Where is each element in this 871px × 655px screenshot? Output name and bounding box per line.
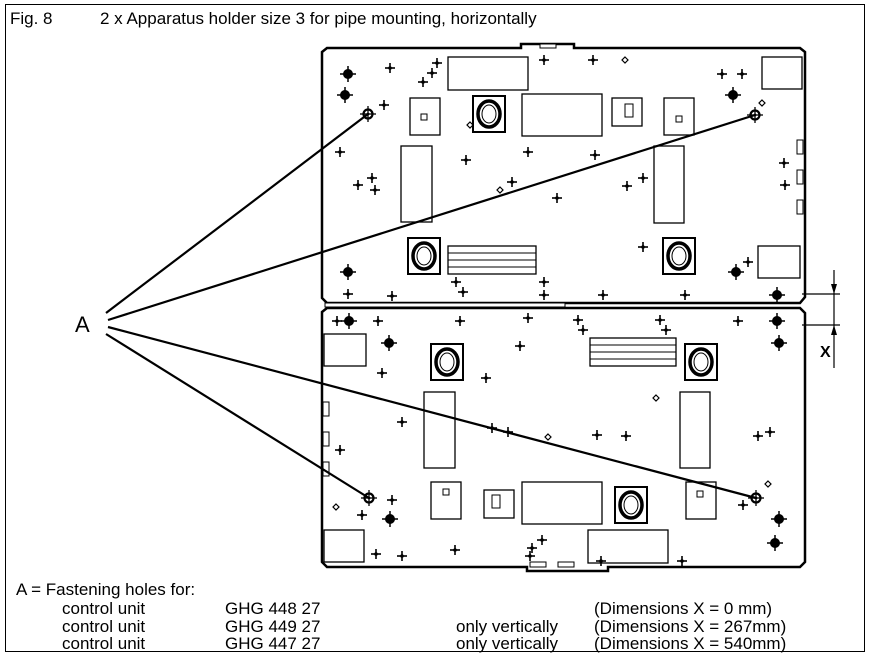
callout-leader-lines	[105, 113, 757, 500]
figure-number: Fig. 8	[10, 9, 53, 28]
bottom-holder-plate	[320, 306, 807, 573]
legend-row-2-device: control unit	[62, 617, 146, 636]
legend-row-3-device: control unit	[62, 634, 146, 653]
top-holder-plate	[320, 42, 807, 308]
legend-row-1-device: control unit	[62, 599, 146, 618]
dimension-x	[802, 270, 840, 368]
legend-row-3-model: GHG 447 27	[225, 634, 321, 653]
legend-row-3-note: only vertically	[456, 634, 559, 653]
figure-frame	[5, 4, 865, 652]
legend-heading: A = Fastening holes for:	[16, 580, 196, 599]
dimension-label-x: X	[820, 344, 831, 361]
legend-row-2-dimension: (Dimensions X = 267mm)	[594, 617, 787, 636]
legend-row-2-model: GHG 449 27	[225, 617, 321, 636]
legend-row-1-dimension: (Dimensions X = 0 mm)	[594, 599, 773, 618]
figure-title: 2 x Apparatus holder size 3 for pipe mou…	[100, 9, 537, 28]
legend-row-3-dimension: (Dimensions X = 540mm)	[594, 634, 787, 653]
legend-row-2-note: only vertically	[456, 617, 559, 636]
callout-label-a: A	[75, 312, 90, 337]
legend-row-1-model: GHG 448 27	[225, 599, 321, 618]
